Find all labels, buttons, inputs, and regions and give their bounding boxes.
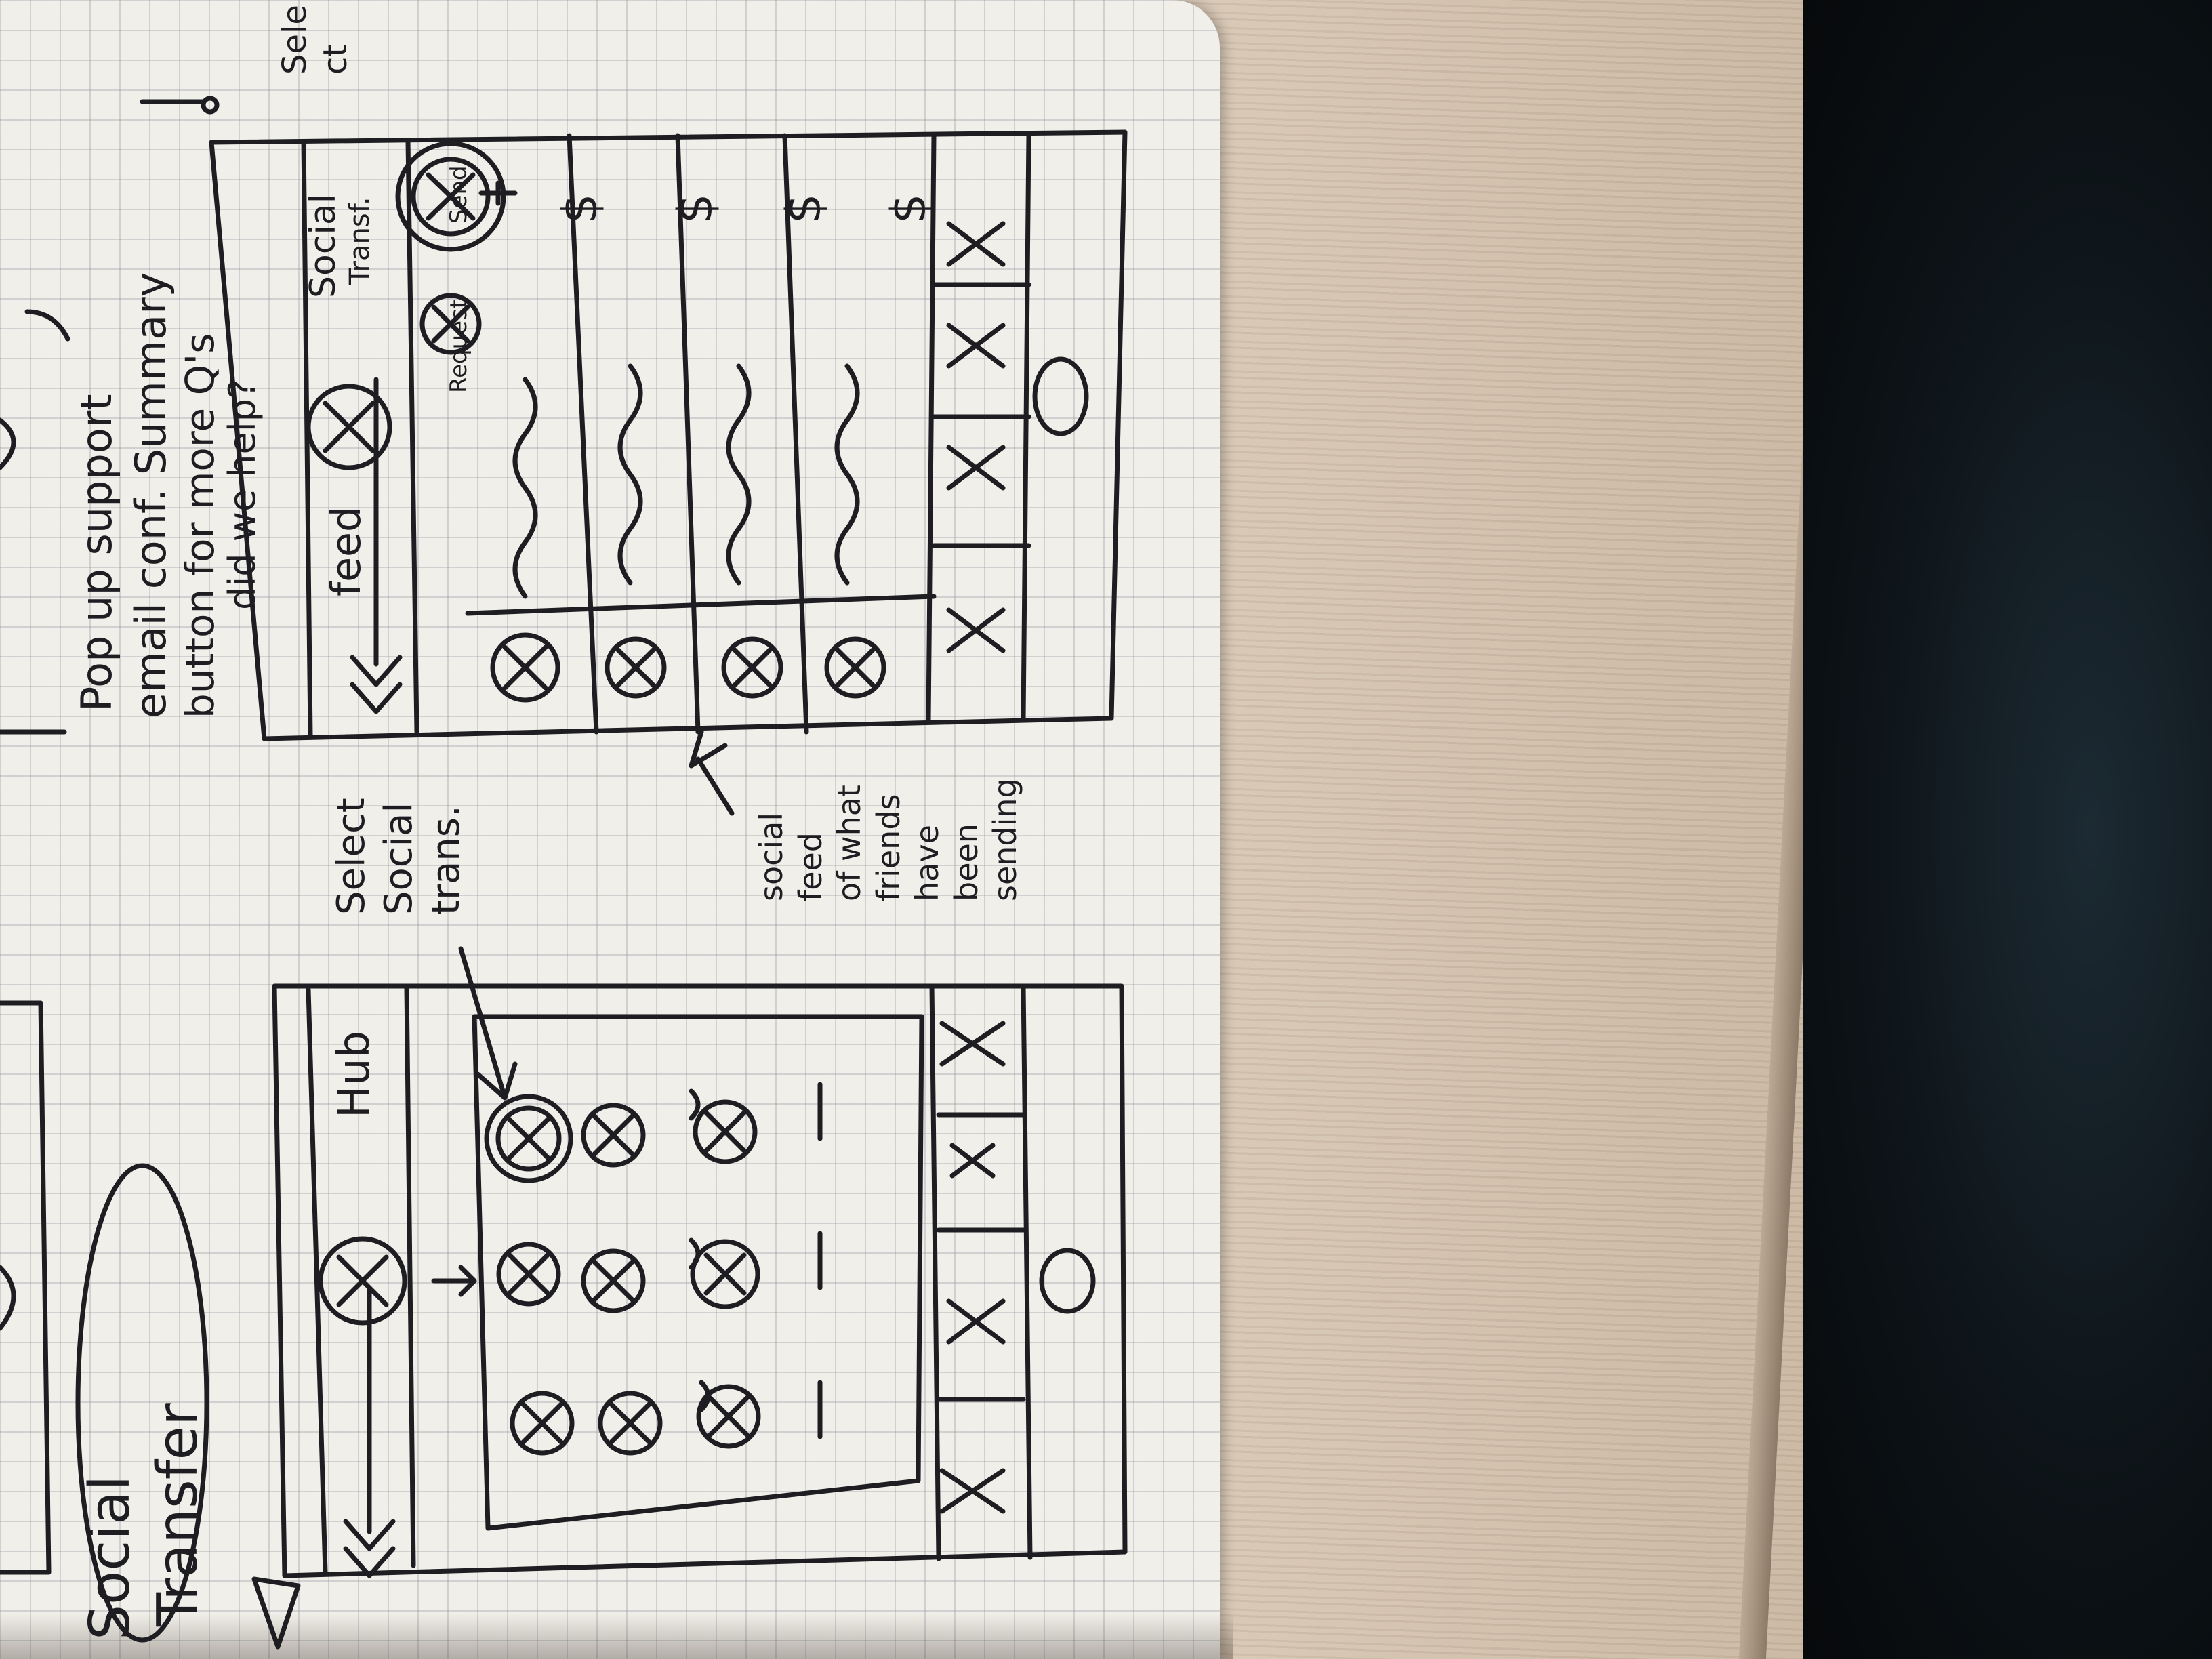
page-shadow bbox=[0, 1613, 1233, 1659]
popup-note-line2: email conf. Summary bbox=[126, 272, 176, 718]
popup-note-bracket bbox=[24, 309, 735, 816]
select-top-line1: Sele bbox=[276, 5, 314, 75]
popup-note-line4: did we help? bbox=[221, 379, 264, 610]
popup-note-line3: button for more Q's bbox=[177, 333, 223, 718]
select-top-line2: ct bbox=[316, 43, 354, 75]
social-transfer-label-line2: Transfer bbox=[146, 1403, 210, 1626]
notebook-page bbox=[0, 0, 1220, 1659]
feed-tab-social: Social bbox=[303, 193, 344, 298]
feed-row1-currency: $ bbox=[552, 193, 608, 224]
hub-wireframe bbox=[272, 946, 1128, 1578]
social-transfer-label-line1: Social bbox=[78, 1475, 142, 1640]
select-social-line3: trans. bbox=[424, 805, 468, 915]
dark-background bbox=[1803, 0, 2212, 1659]
popup-note-line1: Pop up support bbox=[72, 394, 121, 712]
hub-header-label: Hub bbox=[329, 1030, 380, 1118]
feed-send-label: Send bbox=[445, 165, 472, 224]
feed-row3-currency: $ bbox=[776, 193, 832, 224]
left-partial-frames bbox=[0, 417, 67, 1575]
feed-request-label: Request bbox=[445, 299, 472, 393]
social-feed-annotation: social feed of what friends have been se… bbox=[753, 778, 1023, 901]
feed-row2-currency: $ bbox=[668, 193, 723, 224]
feed-row4-currency: $ bbox=[881, 193, 937, 224]
social-transfer-bubble bbox=[75, 1163, 301, 1650]
select-social-line2: Social bbox=[377, 802, 421, 915]
feed-tab-social-sub: Transf. bbox=[344, 197, 375, 285]
select-social-line1: Select bbox=[329, 798, 373, 915]
feed-wireframe bbox=[140, 96, 1128, 741]
feed-header-label: feed bbox=[323, 506, 370, 596]
